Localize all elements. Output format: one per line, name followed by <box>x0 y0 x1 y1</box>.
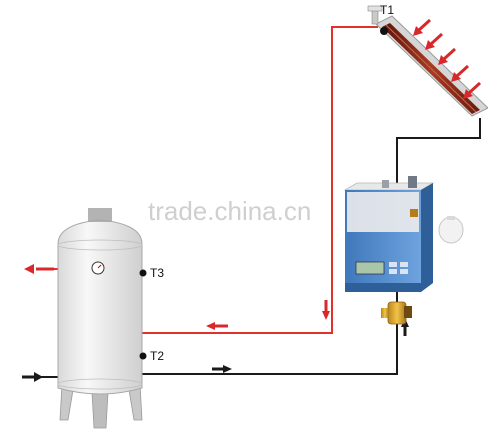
red-arrow-icon <box>425 32 444 50</box>
flow-arrow-hot-down <box>322 300 330 320</box>
hot-pipe <box>140 26 378 334</box>
red-arrow-icon <box>413 18 432 36</box>
label-t1: T1 <box>380 3 394 17</box>
controller-display <box>355 261 385 275</box>
gauge-icon <box>91 261 105 275</box>
tank-top-fitting <box>88 208 112 222</box>
sensor-t2-dot <box>139 352 147 360</box>
red-arrow-icon <box>463 81 482 99</box>
solar-controller <box>343 182 435 292</box>
sensor-t1-dot <box>380 27 388 35</box>
collector-return-pipe <box>396 118 481 184</box>
flow-arrow-cold-inlet <box>22 372 43 382</box>
red-arrow-icon <box>451 64 470 82</box>
solar-collector <box>375 15 488 117</box>
flow-arrow-cold-right <box>212 365 232 373</box>
flow-arrow-hot-return <box>206 322 228 330</box>
sensor-t3-dot <box>139 269 147 277</box>
label-t3: T3 <box>150 266 164 280</box>
label-t2: T2 <box>150 349 164 363</box>
watermark: trade.china.cn <box>148 196 311 226</box>
controller-fittings <box>382 176 418 217</box>
expansion-vessel-icon <box>438 216 464 244</box>
pump-valve-icon <box>381 301 412 325</box>
air-vent-icon <box>367 5 383 25</box>
cold-return-pipe <box>140 322 398 375</box>
storage-tank <box>57 219 143 429</box>
red-arrow-icon <box>438 47 457 65</box>
flow-arrow-hot-outlet <box>24 264 54 274</box>
